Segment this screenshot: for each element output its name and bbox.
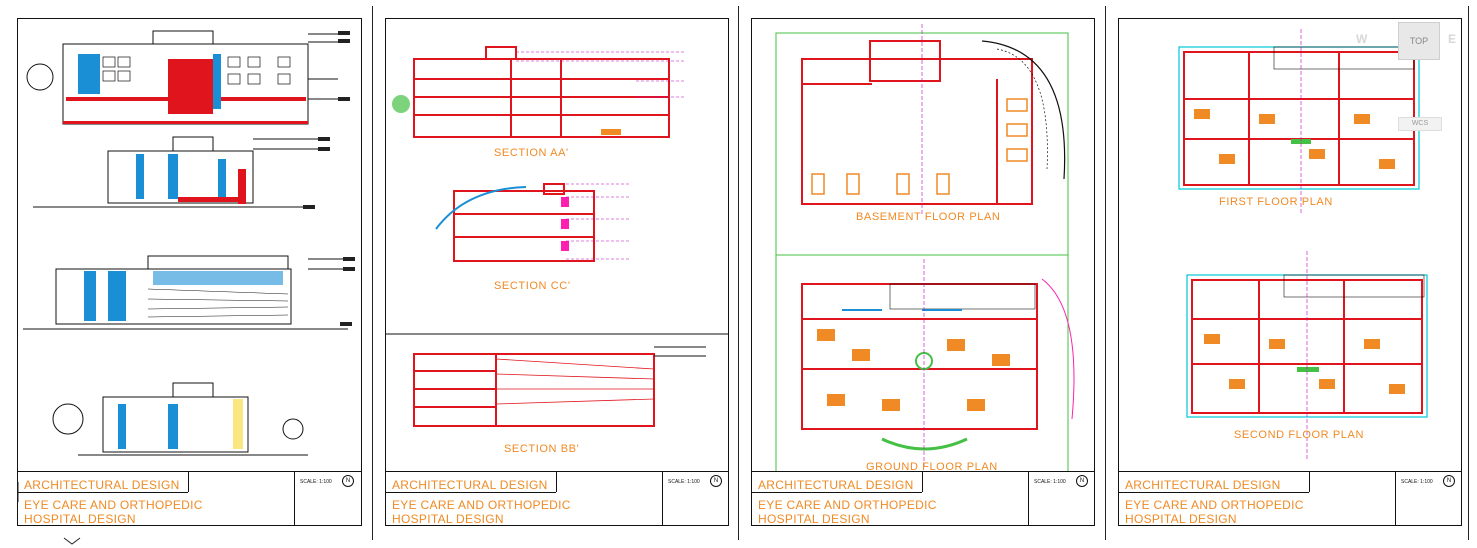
project-title: ARCHITECTURAL DESIGN [1125, 478, 1281, 492]
sheet-divider [738, 6, 739, 540]
sheet-divider [1468, 6, 1469, 540]
title-block: ARCHITECTURAL DESIGN EYE CARE AND ORTHOP… [386, 471, 728, 526]
title-block: ARCHITECTURAL DESIGN EYE CARE AND ORTHOP… [1119, 471, 1461, 526]
sheet-divider [1105, 6, 1106, 540]
plan-drawings [775, 24, 1075, 472]
title-block: ARCHITECTURAL DESIGN EYE CARE AND ORTHOP… [752, 471, 1094, 526]
north-logo: N [710, 475, 722, 487]
label-section-bb: SECTION BB' [504, 443, 580, 455]
label-basement-plan: BASEMENT FLOOR PLAN [856, 211, 1001, 223]
sheet-first-second: FIRST FLOOR PLAN SECOND FLOOR PLAN ARCHI… [1118, 18, 1462, 526]
label-section-aa: SECTION AA' [494, 147, 569, 159]
project-title: ARCHITECTURAL DESIGN [24, 478, 180, 492]
title-block: ARCHITECTURAL DESIGN EYE CARE AND ORTHOP… [18, 471, 361, 526]
view-cube-west[interactable]: W [1356, 32, 1368, 46]
north-logo: N [1076, 475, 1088, 487]
label-ground-plan: GROUND FLOOR PLAN [866, 461, 998, 473]
section-drawings [386, 46, 728, 427]
project-title: ARCHITECTURAL DESIGN [758, 478, 914, 492]
north-logo: N [342, 475, 354, 487]
sheet-sections: SECTION AA' SECTION CC' SECTION BB' ARCH… [385, 18, 729, 526]
label-second-plan: SECOND FLOOR PLAN [1234, 429, 1365, 441]
view-cube[interactable]: W TOP E [1356, 22, 1456, 60]
elevation-drawings [23, 30, 355, 456]
view-cube-top[interactable]: TOP [1398, 22, 1440, 60]
sheet-elevations: ARCHITECTURAL DESIGN EYE CARE AND ORTHOP… [17, 18, 362, 526]
label-section-cc: SECTION CC' [494, 280, 571, 292]
view-cube-east[interactable]: E [1448, 32, 1457, 46]
sheet-divider [372, 6, 373, 540]
scale-label: SCALE: 1:100 [1401, 479, 1433, 485]
project-title: ARCHITECTURAL DESIGN [392, 478, 548, 492]
north-logo: N [1443, 475, 1455, 487]
scale-label: SCALE: 1:100 [668, 479, 700, 485]
label-first-plan: FIRST FLOOR PLAN [1219, 196, 1333, 208]
upper-plan-drawings [1178, 29, 1428, 459]
scale-label: SCALE: 1:100 [1034, 479, 1066, 485]
scale-label: SCALE: 1:100 [300, 479, 332, 485]
sheet-basement-ground: BASEMENT FLOOR PLAN GROUND FLOOR PLAN AR… [751, 18, 1095, 526]
wcs-menu[interactable]: WCS [1398, 117, 1442, 131]
ucs-icon [17, 482, 81, 545]
